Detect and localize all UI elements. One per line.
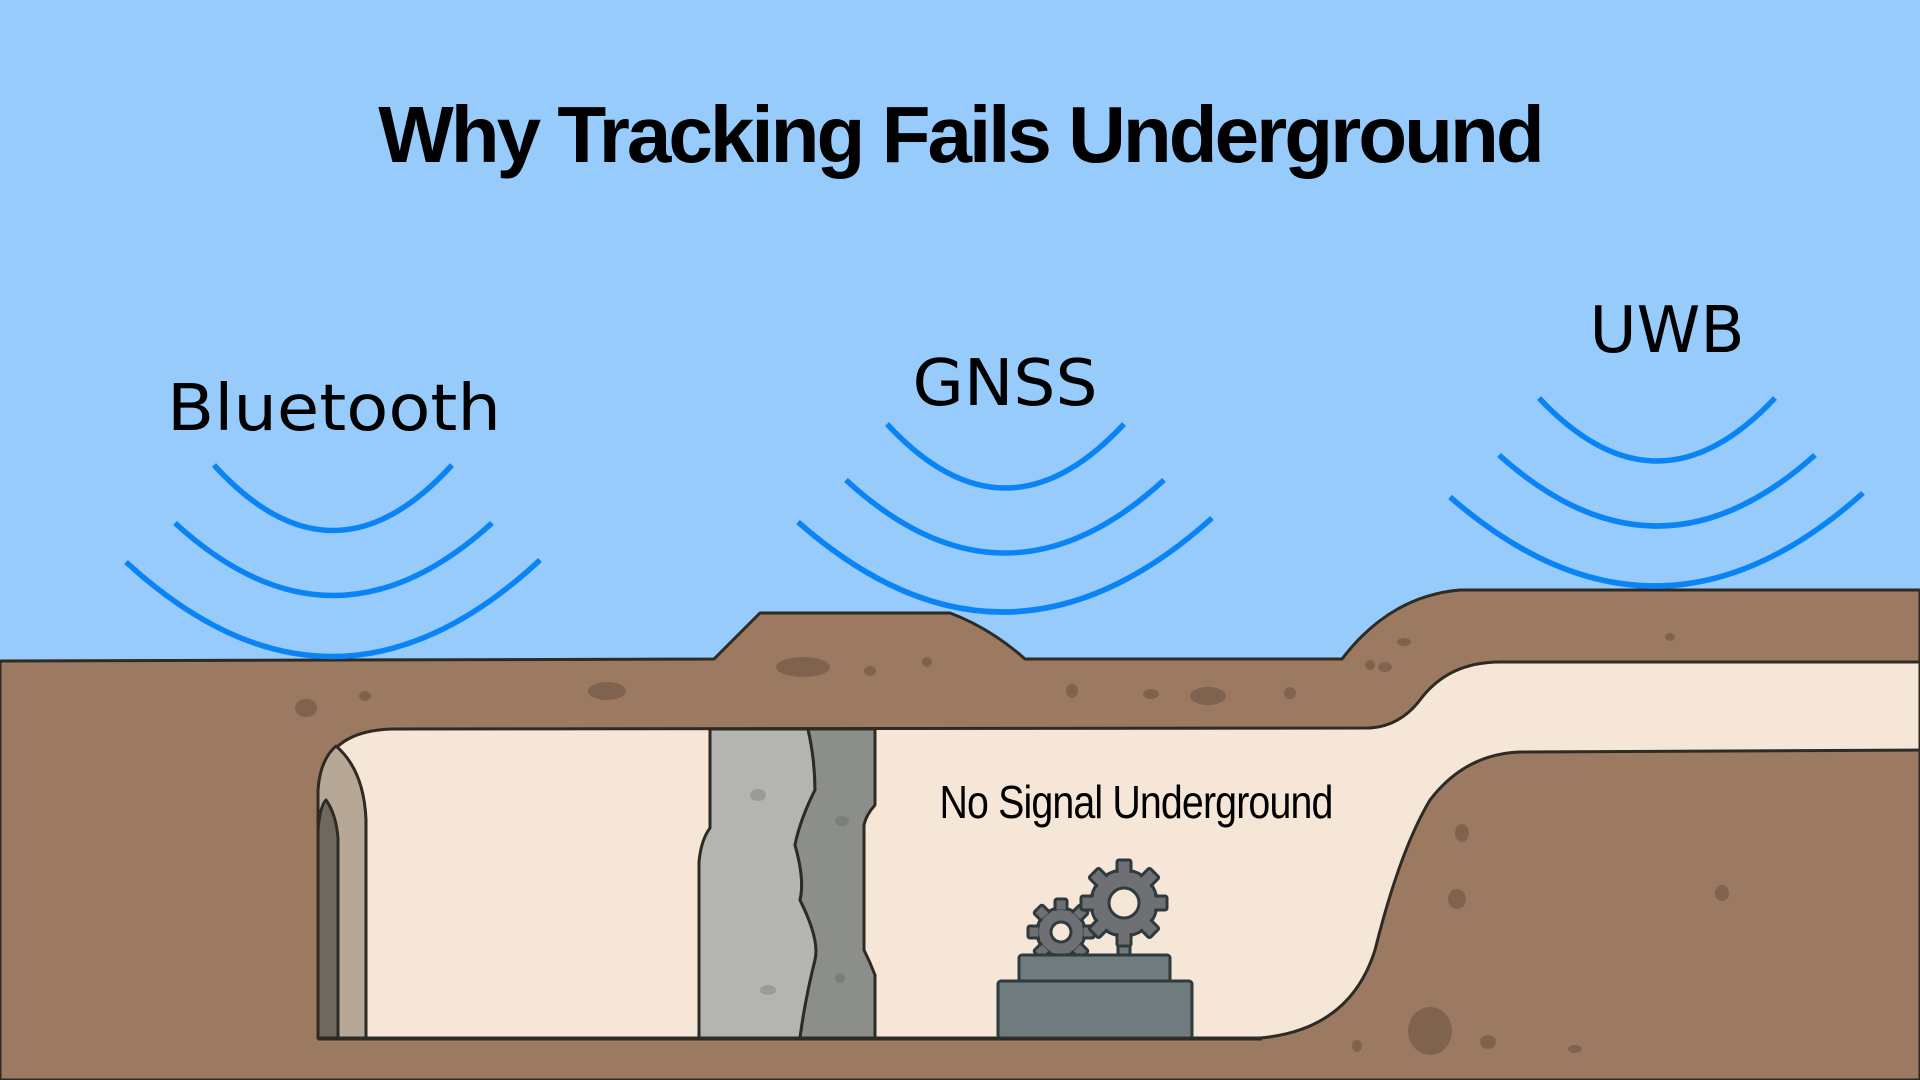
- bluetooth-label: Bluetooth: [167, 372, 501, 446]
- tunnel-entrance: [316, 744, 368, 1040]
- uwb-signal-group: UWB: [1448, 294, 1865, 589]
- uwb-label: UWB: [1590, 294, 1745, 368]
- signal-waves-icon: [796, 422, 1214, 615]
- signal-waves-icon: [124, 463, 542, 660]
- gnss-label: GNSS: [913, 347, 1098, 421]
- machine-top-block: [1017, 953, 1172, 984]
- gnss-signal-group: GNSS: [796, 347, 1214, 615]
- signal-waves-icon: [1448, 396, 1865, 589]
- machine-base: [996, 979, 1194, 1040]
- no-signal-label: No Signal Underground: [940, 776, 1333, 828]
- page-title: Why Tracking Fails Underground: [378, 90, 1541, 179]
- large-gear-icon: [1079, 858, 1169, 948]
- bluetooth-signal-group: Bluetooth: [124, 372, 542, 660]
- support-pillar: [697, 727, 877, 1040]
- gears-machine-icon: [996, 858, 1194, 1040]
- soil-texture: [295, 633, 1729, 1055]
